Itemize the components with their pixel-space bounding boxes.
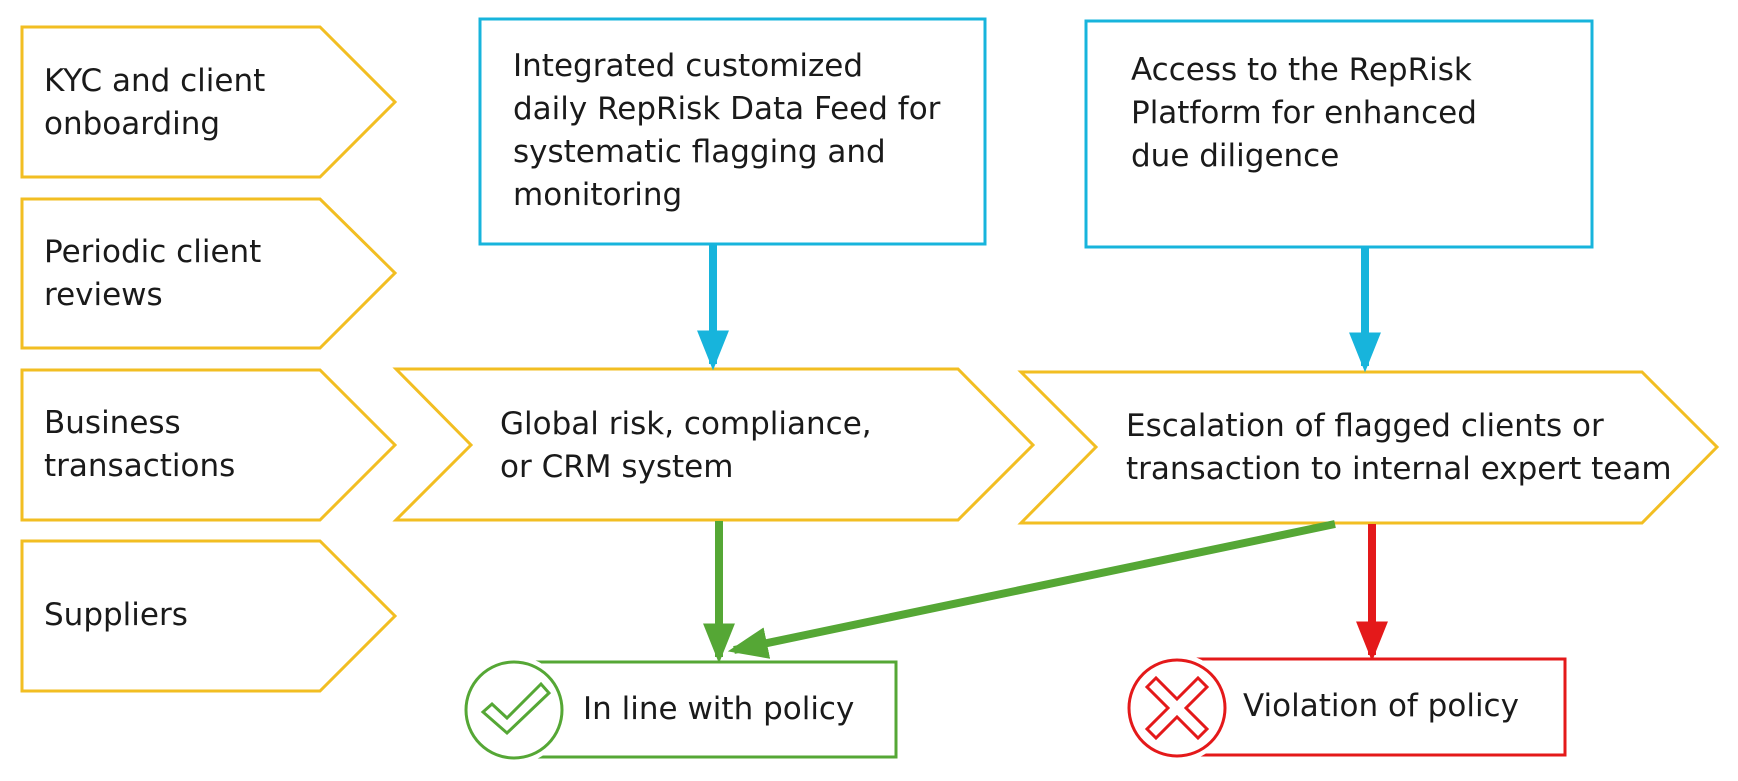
- system-label: Global risk, compliance, or CRM system: [500, 406, 872, 485]
- policy-violation-box: [1171, 657, 1567, 757]
- data-feed-label: Integrated customized daily RepRisk Data…: [513, 48, 941, 213]
- source-shape-kyc: [20, 25, 398, 179]
- escalation-label: Escalation of flagged clients or transac…: [1126, 408, 1672, 487]
- policy-ok-label: In line with policy: [583, 691, 855, 727]
- source-label-business-transactions: Business transactions: [44, 405, 236, 484]
- source-label-periodic-reviews: Periodic client reviews: [44, 234, 262, 313]
- escalation-to-policy-arrow: [727, 520, 1336, 659]
- cross-circle-icon: [1123, 654, 1231, 762]
- source-shape-periodic-reviews: [20, 197, 398, 350]
- source-shape-business-transactions: [20, 368, 398, 522]
- data-feed-box: [478, 17, 987, 246]
- platform-box: [1084, 19, 1594, 249]
- policy-violation-label: Violation of policy: [1243, 688, 1519, 724]
- source-label-kyc: KYC and client onboarding: [44, 63, 266, 142]
- platform-label: Access to the RepRisk Platform for enhan…: [1131, 52, 1477, 174]
- source-shape-suppliers: [20, 539, 398, 693]
- escalation-chevron: [1017, 370, 1720, 525]
- system-chevron: [392, 367, 1036, 522]
- policy-ok-box: [510, 660, 898, 759]
- check-circle-icon: [460, 656, 568, 764]
- source-label-suppliers: Suppliers: [44, 597, 188, 633]
